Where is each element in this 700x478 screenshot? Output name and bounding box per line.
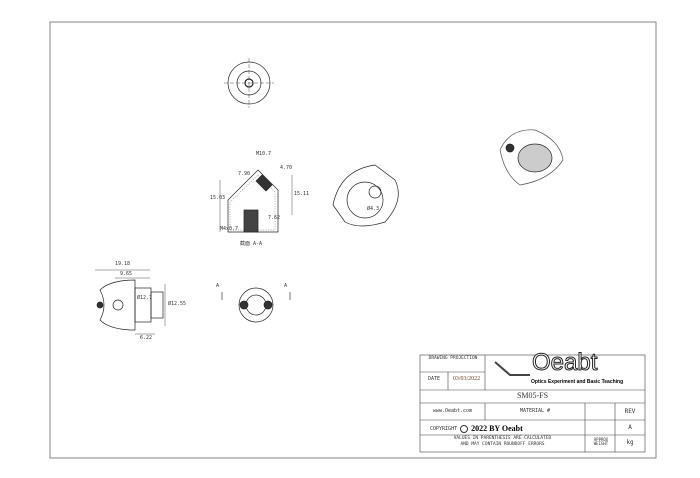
iso-view: [332, 164, 399, 227]
dim-label: 9.65: [120, 271, 133, 277]
date-value: 03/03/2022: [452, 376, 481, 382]
logo: Oeabt: [531, 349, 598, 376]
section-mark: A: [284, 283, 288, 289]
note-line-2: AND MAY CONTAIN ROUNDOFF ERRORS: [460, 442, 545, 447]
end-view: [221, 287, 291, 323]
dim-label: 15.11: [294, 191, 310, 197]
section-label: 截面 A-A: [240, 241, 263, 247]
section-view: [219, 169, 293, 233]
dim-label: 7.62: [268, 215, 281, 221]
dim-label: M10.7: [256, 151, 272, 157]
copyright-owner: 2022 BY Oeabt: [471, 424, 523, 433]
side-view: [95, 269, 166, 335]
dim-label: 19.18: [115, 261, 131, 267]
front-view: [224, 58, 274, 108]
material-label: MATERIAL #: [519, 408, 551, 414]
title-block: [419, 354, 646, 453]
dim-label: Ø12.7: [137, 295, 153, 301]
website: www.Oeabt.com: [432, 408, 473, 414]
dim-label: 4.70: [280, 165, 293, 171]
projection-label: DRAWING PROJECTION: [428, 356, 478, 361]
date-label: DATE: [427, 376, 441, 382]
dim-label: Ø4.3: [367, 206, 380, 212]
section-mark: A: [216, 283, 220, 289]
weight-label: APPROX WEIGHT: [593, 437, 609, 447]
copyright-row: COPYRIGHT 2022 BY Oeabt: [430, 424, 585, 433]
iso-view-3d: [499, 129, 564, 186]
logo-tagline: Optics Experiment and Basic Teaching: [531, 379, 624, 385]
copyright-icon: [460, 424, 469, 433]
dim-label: 7.90: [238, 171, 251, 177]
rev-label: REV: [624, 408, 636, 415]
dim-label: M4x0.7: [220, 226, 239, 232]
weight-unit: kg: [626, 439, 634, 446]
note-line-1: VALUES IN PARENTHESIS ARE CALCULATED: [453, 436, 552, 441]
sheet-border: [49, 21, 657, 459]
dim-label: Ø12.55: [168, 301, 187, 307]
copyright-label: COPYRIGHT: [430, 425, 458, 432]
dim-label: 15.03: [210, 195, 226, 201]
rev-value: A: [628, 424, 632, 431]
part-number: SM05-FS: [516, 391, 549, 400]
dim-label: 6.22: [140, 335, 153, 341]
